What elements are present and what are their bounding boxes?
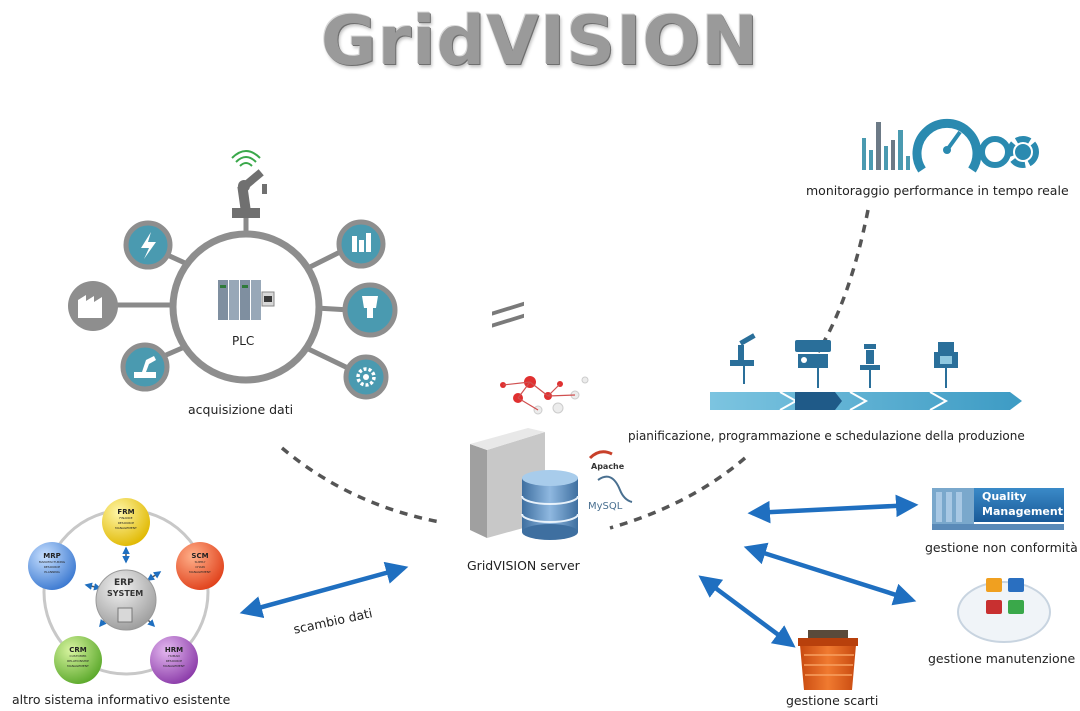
- mysql-label: MySQL: [588, 501, 623, 512]
- bar-chart-icon: [862, 122, 910, 170]
- database-icon: [521, 470, 579, 540]
- erp-module-crm: CRM CUSTOMER RELATIONSHIP MANAGEMENT: [56, 646, 100, 669]
- erp-module-desc: MANAGEMENT: [163, 664, 185, 668]
- data-flow-arrows: [239, 494, 919, 648]
- erp-module-scm: SCM SUPPLY CHAIN MANAGEMENT: [178, 552, 222, 575]
- erp-module-desc: RESOURCE: [117, 521, 135, 525]
- erp-module-desc: RESOURCE: [165, 659, 183, 663]
- monitoring-icons: [862, 118, 1039, 173]
- production-drill-icon: [860, 344, 880, 388]
- stacks-icon: [336, 219, 386, 269]
- erp-center-line2: SYSTEM: [107, 589, 144, 598]
- monitor-caption: monitoraggio performance in tempo reale: [806, 183, 1069, 198]
- plc-hub: [68, 150, 398, 400]
- connector-plc-server: [280, 446, 441, 524]
- waste-bin-icon: [798, 630, 858, 690]
- erp-module-desc: HUMAN: [168, 654, 180, 658]
- erp-module-desc: RELATIONSHIP: [67, 659, 89, 663]
- wifi-icon: [231, 150, 261, 167]
- maintenance-icon: [957, 578, 1051, 643]
- erp-caption: altro sistema informativo esistente: [12, 692, 231, 707]
- quality-logo-line1: Quality: [982, 490, 1027, 503]
- erp-module-desc: MANAGEMENT: [189, 570, 211, 574]
- erp-module-desc: RESOURCE: [43, 565, 61, 569]
- arrow-erp-exchange: [239, 561, 409, 619]
- maintenance-caption: gestione manutenzione: [928, 651, 1076, 666]
- erp-node-hrm: [150, 636, 198, 684]
- quality-logo-line2: Management: [982, 505, 1063, 518]
- erp-center-line1: ERP: [114, 578, 134, 588]
- erp-module-code: HRM: [164, 646, 184, 654]
- gauge-icon: [912, 118, 982, 173]
- waste-caption: gestione scarti: [786, 693, 879, 708]
- dials-icon: [979, 136, 1039, 168]
- plc-caption: acquisizione dati: [188, 402, 294, 417]
- production-line: [710, 333, 1022, 411]
- apache-logo: [588, 450, 613, 460]
- arrow-waste: [698, 575, 796, 648]
- mysql-logo: [597, 475, 633, 503]
- page-title: GridVISION: [320, 2, 760, 81]
- production-machine-icon: [934, 342, 958, 388]
- robot-cell-icon: [120, 342, 170, 392]
- erp-module-desc: FINANCE: [119, 516, 133, 520]
- production-caption: pianificazione, programmazione e schedul…: [628, 429, 1025, 443]
- erp-node-frm: [102, 498, 150, 546]
- erp-module-desc: MANUFACTURING: [38, 560, 66, 564]
- erp-module-frm: FRM FINANCE RESOURCE MANAGEMENT: [104, 508, 148, 531]
- erp-module-desc: SUPPLY: [194, 560, 206, 564]
- gripper-icon: [342, 282, 398, 338]
- server-caption: GridVISION server: [467, 558, 580, 573]
- erp-module-desc: MANAGEMENT: [67, 664, 89, 668]
- brain-network-icon: [500, 376, 589, 415]
- production-press-icon: [795, 340, 831, 388]
- erp-module-desc: CHAIN: [195, 565, 205, 569]
- plc-label: PLC: [232, 334, 255, 348]
- erp-module-code: MRP: [43, 552, 61, 560]
- erp-module-code: FRM: [117, 508, 135, 516]
- connector-monitor-production: [816, 209, 870, 353]
- erp-node-mrp: [28, 542, 76, 590]
- gear-icon: [343, 354, 389, 400]
- erp-node-crm: [54, 636, 102, 684]
- dashed-connectors: [280, 209, 870, 530]
- arrow-maintenance: [743, 542, 917, 606]
- robot-arm-icon: [232, 169, 267, 218]
- erp-module-desc: CUSTOMER: [69, 654, 87, 658]
- erp-module-code: SCM: [191, 552, 209, 560]
- erp-center-node: [95, 569, 157, 631]
- arrow-quality: [747, 494, 919, 524]
- erp-node-scm: [176, 542, 224, 590]
- quality-caption: gestione non conformità: [925, 540, 1078, 555]
- plc-device-icon: [218, 280, 275, 320]
- erp-module-hrm: HRM HUMAN RESOURCE MANAGEMENT: [152, 646, 196, 669]
- erp-module-desc: MANAGEMENT: [115, 526, 137, 530]
- apache-label: Apache: [591, 462, 625, 471]
- lightning-icon: [123, 220, 173, 270]
- connector-production-server: [609, 456, 747, 530]
- factory-icon: [68, 281, 118, 331]
- erp-module-code: CRM: [69, 646, 87, 654]
- erp-wheel: [28, 498, 224, 684]
- erp-module-desc: PLANNING: [44, 570, 60, 574]
- erp-module-mrp: MRP MANUFACTURING RESOURCE PLANNING: [30, 552, 74, 575]
- production-robot-icon: [730, 333, 756, 384]
- server-group: [470, 301, 633, 540]
- quality-logo: [932, 488, 1064, 530]
